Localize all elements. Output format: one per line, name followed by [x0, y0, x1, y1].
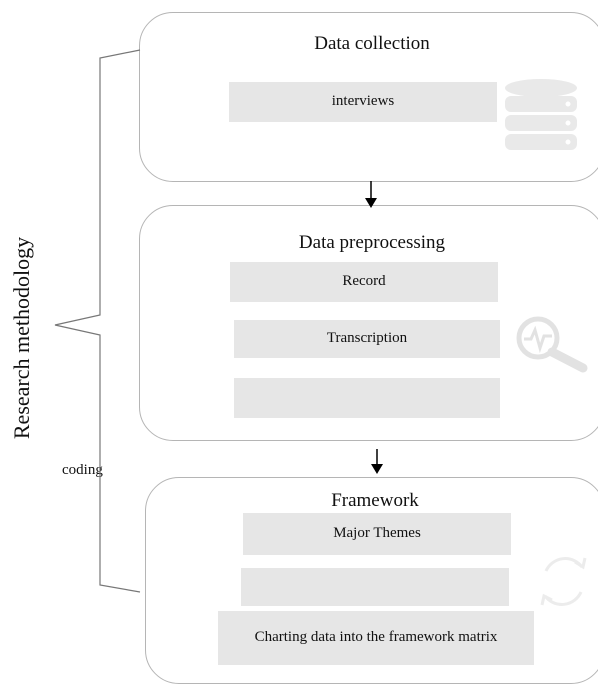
coding-label: coding: [62, 462, 103, 478]
panel-framework: Framework Major Themes Charting data int…: [145, 477, 598, 684]
step-box-empty: [241, 568, 509, 606]
brace: [54, 49, 141, 593]
panel-title: Data collection: [314, 33, 430, 54]
arrow-down-icon: [365, 181, 377, 208]
step-box-major-themes: Major Themes: [243, 513, 511, 555]
step-box-charting: Charting data into the framework matrix: [218, 611, 534, 665]
step-box-record: Record: [230, 262, 498, 302]
arrow-down-icon: [371, 449, 383, 474]
refresh-cycle-icon: [540, 557, 587, 606]
panel-title: Framework: [331, 490, 419, 511]
step-box-interviews: interviews: [229, 82, 497, 122]
database-icon: [505, 79, 577, 150]
magnifier-pulse-icon: [516, 316, 588, 373]
step-box-transcription: Transcription: [234, 320, 500, 358]
panel-title: Data preprocessing: [298, 232, 446, 253]
panel-data-preprocessing: Data preprocessing Record Transcription: [139, 205, 598, 441]
step-box-empty: [234, 378, 500, 418]
